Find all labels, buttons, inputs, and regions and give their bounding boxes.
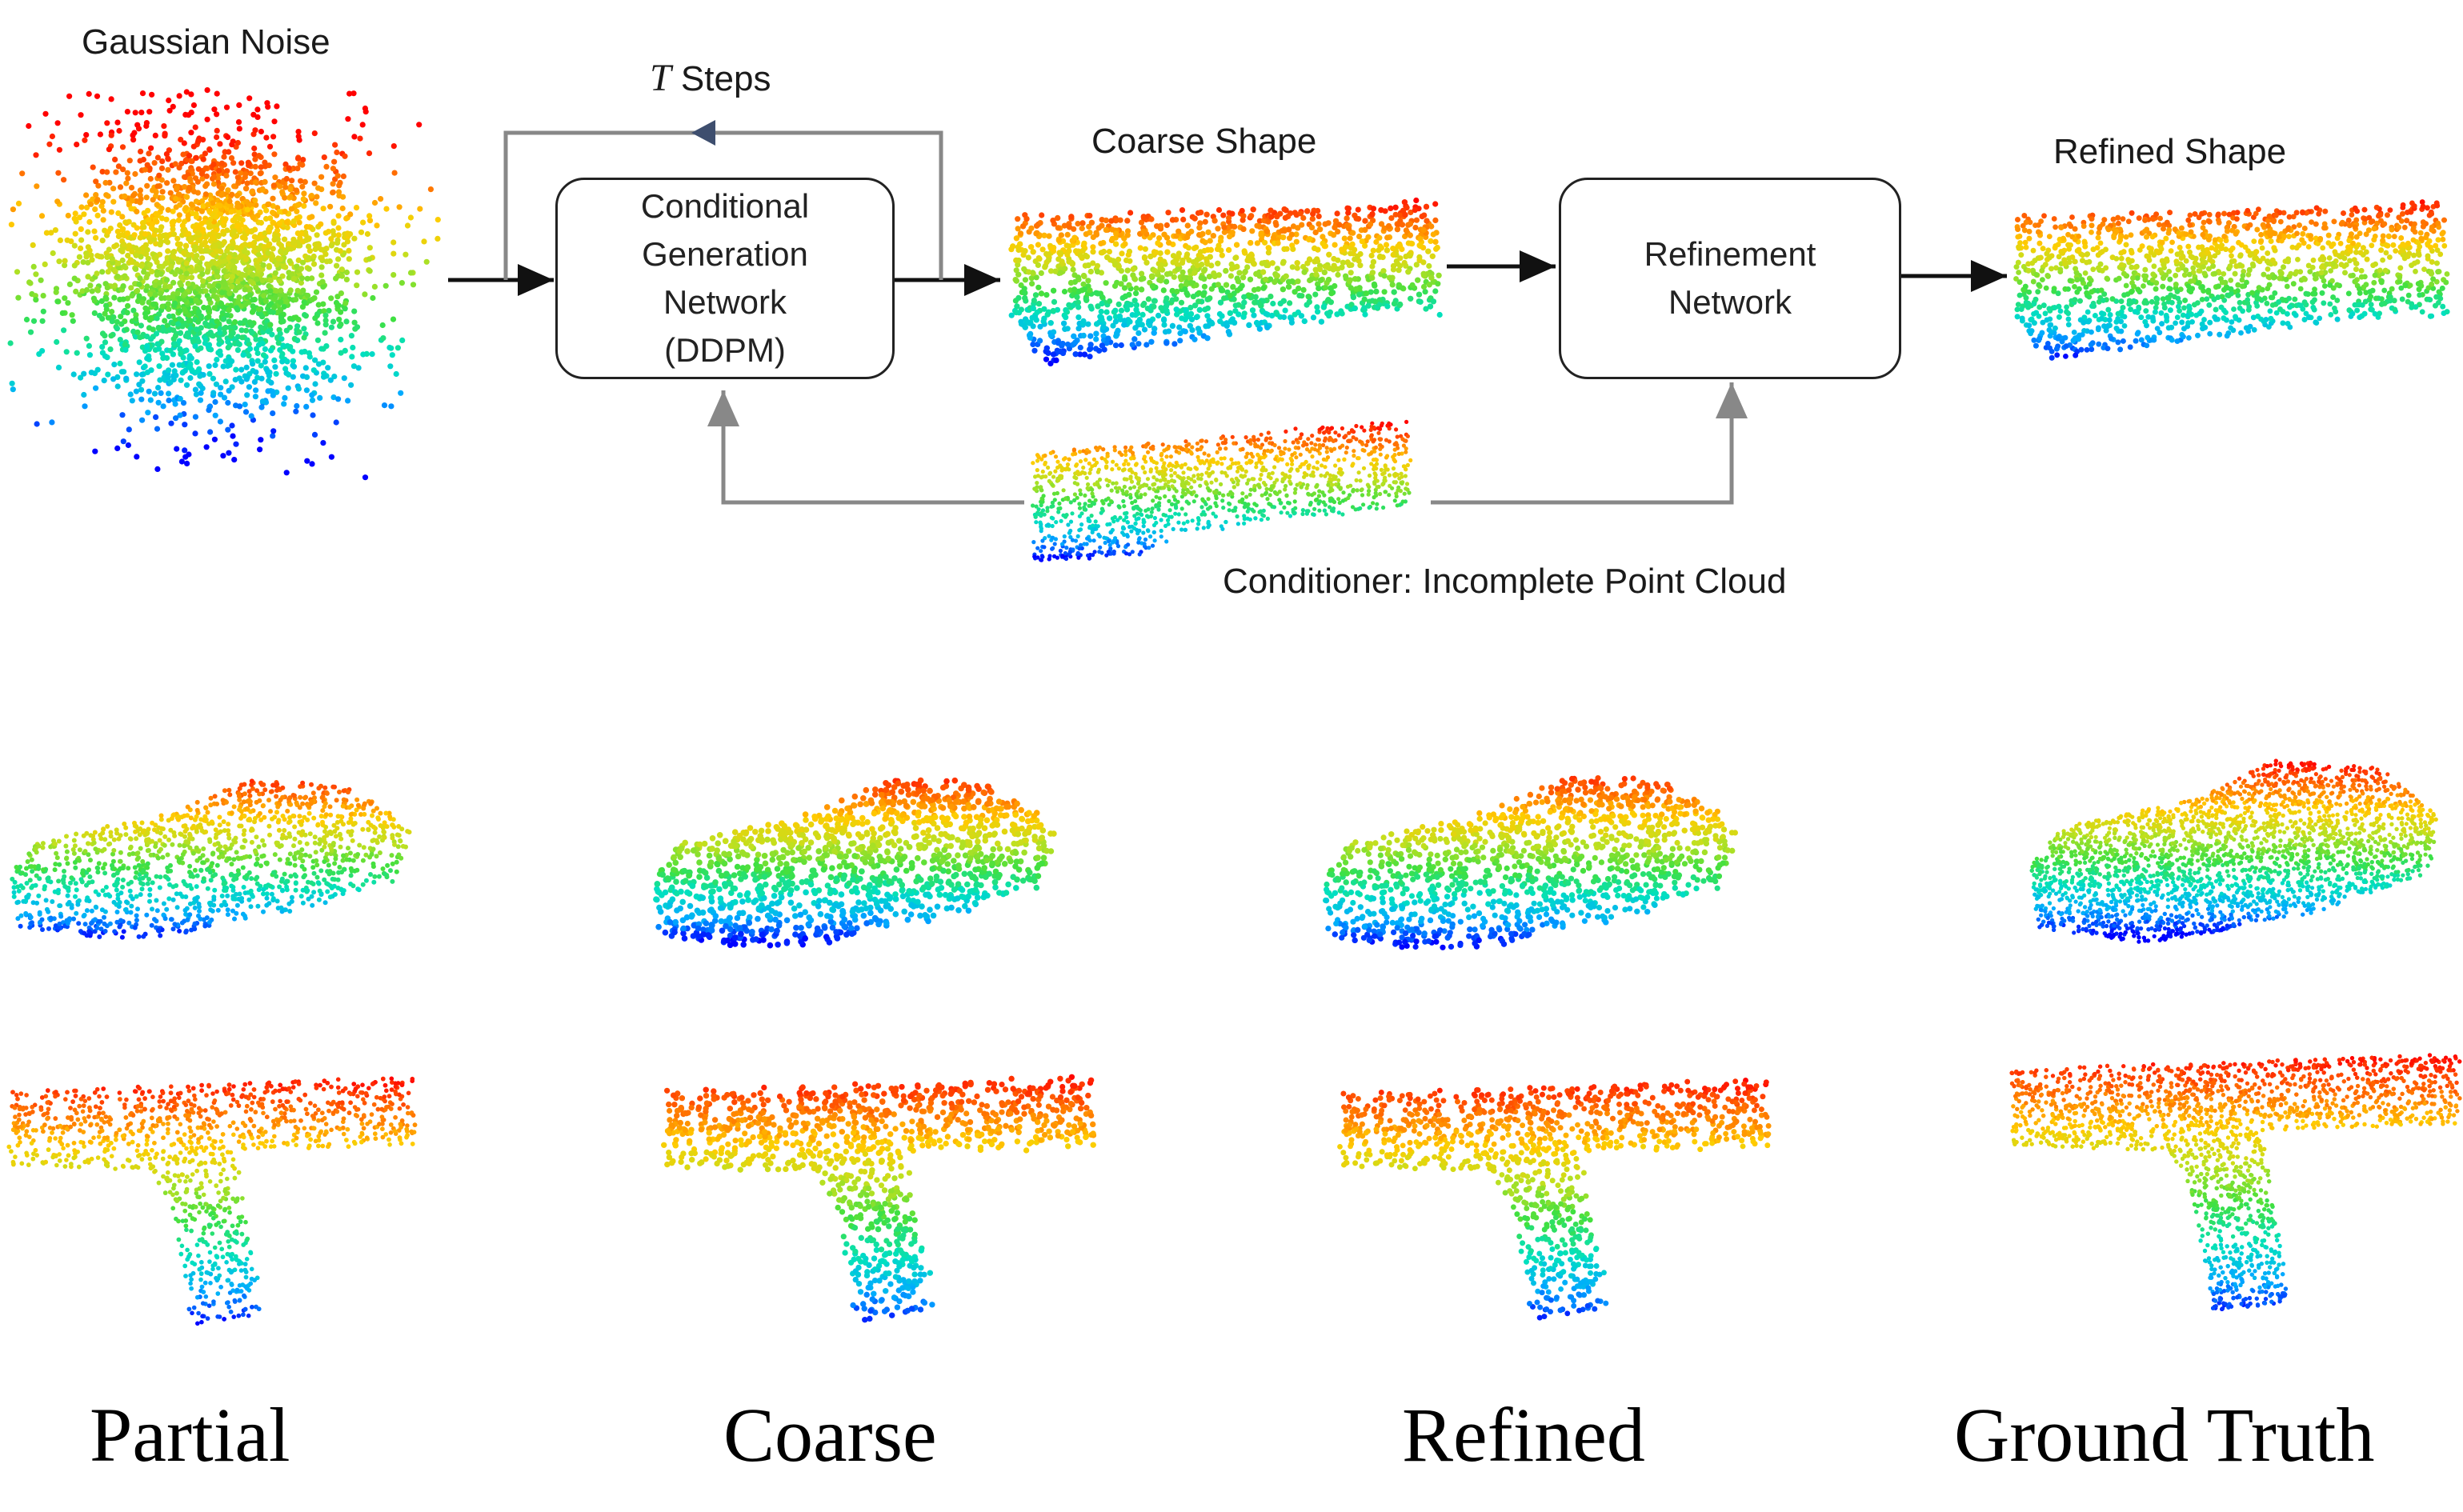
coarse-shape-label: Coarse Shape bbox=[1091, 122, 1316, 162]
refined-shape-label: Refined Shape bbox=[2053, 132, 2286, 172]
refined-shape-cloud bbox=[2013, 199, 2449, 361]
conditioner-cloud bbox=[1031, 420, 1412, 562]
generation-network-label: Conditional Generation Network (DDPM) bbox=[641, 182, 809, 374]
t-steps-label: T Steps bbox=[650, 56, 771, 100]
t-variable: T bbox=[650, 57, 671, 99]
caption-ground-truth: Ground Truth bbox=[1954, 1390, 2374, 1479]
car-coarse-cloud bbox=[653, 778, 1057, 949]
generation-network-box: Conditional Generation Network (DDPM) bbox=[555, 178, 895, 379]
pistol-coarse-cloud bbox=[661, 1074, 1096, 1323]
pistol-partial-cloud bbox=[7, 1077, 418, 1326]
steps-text: Steps bbox=[671, 59, 771, 98]
conditioner-label: Conditioner: Incomplete Point Cloud bbox=[1223, 562, 1786, 602]
refinement-network-box: Refinement Network bbox=[1559, 178, 1901, 379]
car-partial-cloud bbox=[10, 778, 411, 939]
caption-refined: Refined bbox=[1402, 1390, 1645, 1479]
car-refined-cloud bbox=[1323, 775, 1738, 950]
refinement-network-label: Refinement Network bbox=[1644, 230, 1816, 326]
caption-coarse: Coarse bbox=[723, 1390, 937, 1479]
caption-partial: Partial bbox=[90, 1390, 290, 1479]
pistol-ground-truth-cloud bbox=[2010, 1053, 2462, 1311]
pistol-refined-cloud bbox=[1337, 1078, 1771, 1320]
gaussian-noise-cloud bbox=[8, 87, 441, 480]
gaussian-noise-label: Gaussian Noise bbox=[82, 22, 330, 62]
coarse-shape-cloud bbox=[1008, 198, 1442, 366]
car-ground-truth-cloud bbox=[2030, 759, 2438, 944]
loop-arrowhead bbox=[691, 120, 715, 146]
